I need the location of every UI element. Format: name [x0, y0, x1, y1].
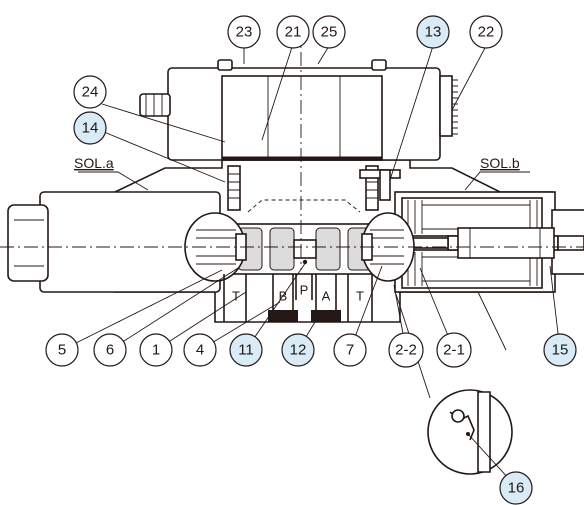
port-label-a: A: [322, 289, 331, 304]
svg-text:7: 7: [346, 342, 354, 359]
internal-passage: [247, 199, 361, 213]
callout-2-2: 2-2: [388, 332, 424, 368]
svg-text:11: 11: [238, 342, 254, 359]
callout-13: 13: [416, 15, 450, 49]
callout-2-1: 2-1: [436, 332, 472, 368]
svg-text:25: 25: [321, 24, 338, 41]
callout-7: 7: [333, 333, 367, 367]
callout-21: 21: [276, 15, 310, 49]
svg-text:22: 22: [478, 24, 495, 41]
callout-24: 24: [73, 75, 107, 109]
detail-inset: [427, 389, 513, 475]
callout-14: 14: [73, 111, 107, 145]
port-label-t-right: T: [356, 289, 364, 304]
port-label-p: P: [300, 283, 309, 298]
svg-text:16: 16: [508, 480, 525, 497]
callout-23: 23: [227, 15, 261, 49]
electrical-box: [139, 59, 458, 161]
sol-b-label: SOL.b: [480, 155, 520, 171]
svg-text:14: 14: [82, 120, 99, 137]
callout-25: 25: [312, 15, 346, 49]
svg-text:13: 13: [425, 24, 442, 41]
solenoid-b-plunger: [397, 227, 584, 259]
svg-text:24: 24: [82, 84, 99, 101]
port-passages: [222, 274, 373, 323]
svg-text:12: 12: [290, 342, 307, 359]
callout-11: 11: [229, 333, 263, 367]
sol-a-label: SOL.a: [74, 155, 114, 171]
callout-16: 16: [499, 471, 533, 505]
svg-text:21: 21: [285, 24, 302, 41]
svg-text:4: 4: [196, 342, 204, 359]
svg-text:2-1: 2-1: [443, 342, 465, 359]
callout-15: 15: [543, 333, 577, 367]
svg-text:23: 23: [236, 24, 253, 41]
body-screws: [227, 165, 401, 211]
svg-text:1: 1: [152, 342, 160, 359]
svg-text:2-2: 2-2: [395, 342, 417, 359]
callout-6: 6: [93, 333, 127, 367]
svg-text:5: 5: [58, 342, 66, 359]
callout-22: 22: [469, 15, 503, 49]
callout-12: 12: [281, 333, 315, 367]
svg-text:6: 6: [106, 342, 114, 359]
solenoid-b-coil: [401, 197, 543, 289]
port-label-t-left: T: [232, 289, 240, 304]
svg-text:15: 15: [552, 342, 569, 359]
solenoid-a-end-cap: [7, 204, 49, 282]
callout-5: 5: [45, 333, 79, 367]
callout-1: 1: [139, 333, 173, 367]
callout-4: 4: [183, 333, 217, 367]
